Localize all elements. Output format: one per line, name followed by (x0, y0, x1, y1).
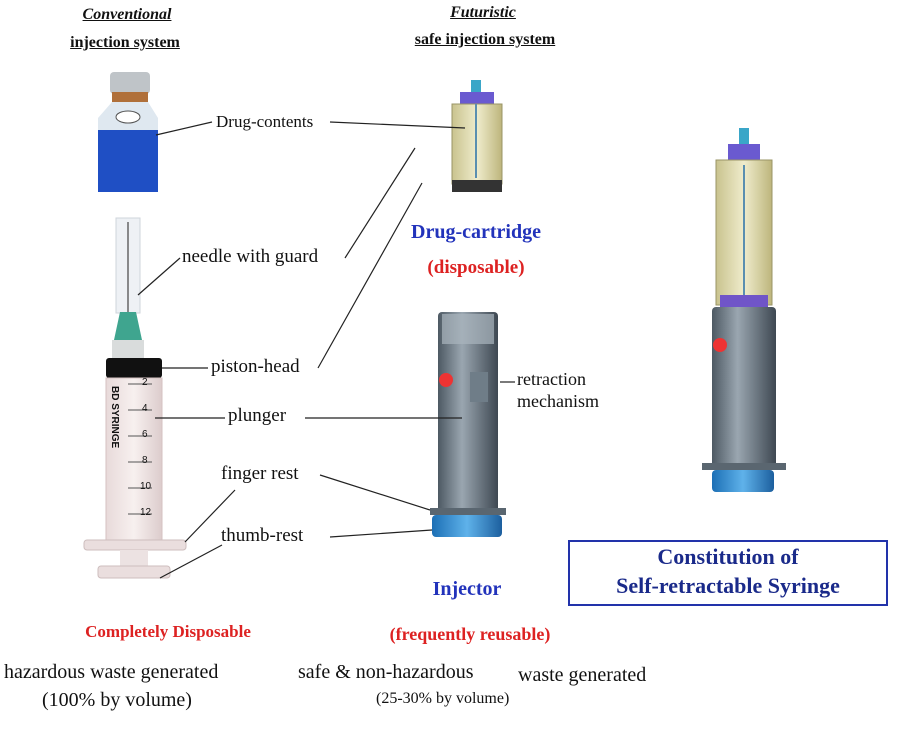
scale-8: 8 (142, 455, 148, 466)
scale-12: 12 (140, 507, 152, 518)
scale-4: 4 (142, 403, 148, 414)
waste-conventional-line1: hazardous waste generated (4, 661, 219, 683)
label-needle-with-guard: needle with guard (182, 246, 319, 267)
cartridge-title: Drug-cartridge (411, 221, 541, 243)
label-mechanism: mechanism (517, 391, 599, 411)
waste-futuristic-line2: (25-30% by volume) (376, 690, 510, 707)
label-retraction: retraction (517, 369, 586, 389)
injector-title: Injector (432, 578, 502, 600)
leader-lines (137, 121, 515, 579)
scale-10: 10 (140, 481, 152, 492)
scale-2: 2 (142, 377, 148, 388)
title-line2: Self-retractable Syringe (616, 573, 840, 598)
title-box: Constitution of Self-retractable Syringe (568, 540, 888, 606)
drug-vial (98, 72, 158, 192)
cartridge-note: (disposable) (427, 257, 525, 278)
assembled-syringe-image (702, 128, 786, 492)
label-thumb-rest: thumb-rest (221, 525, 304, 546)
injector-note: (frequently reusable) (389, 624, 551, 644)
label-finger-rest: finger rest (221, 463, 299, 484)
injector-image (430, 312, 506, 537)
label-piston-head: piston-head (211, 356, 300, 377)
waste-conventional-line2: (100% by volume) (42, 689, 192, 711)
scale-6: 6 (142, 429, 148, 440)
waste-futuristic-line1a: safe & non-hazardous (298, 661, 474, 683)
drug-cartridge-image (451, 80, 503, 192)
label-drug-contents: Drug-contents (216, 112, 314, 131)
syringe-brand: BD SYRINGE (109, 386, 120, 449)
conventional-syringe (83, 217, 187, 579)
waste-futuristic-line1b: waste generated (518, 664, 647, 686)
conventional-header-line2: injection system (70, 34, 180, 51)
futuristic-header-line1: Futuristic (450, 4, 516, 21)
label-plunger: plunger (228, 405, 287, 426)
conventional-note: Completely Disposable (85, 622, 251, 641)
conventional-header-line1: Conventional (82, 6, 172, 23)
title-line1: Constitution of (657, 544, 799, 569)
futuristic-header-line2: safe injection system (414, 31, 556, 48)
